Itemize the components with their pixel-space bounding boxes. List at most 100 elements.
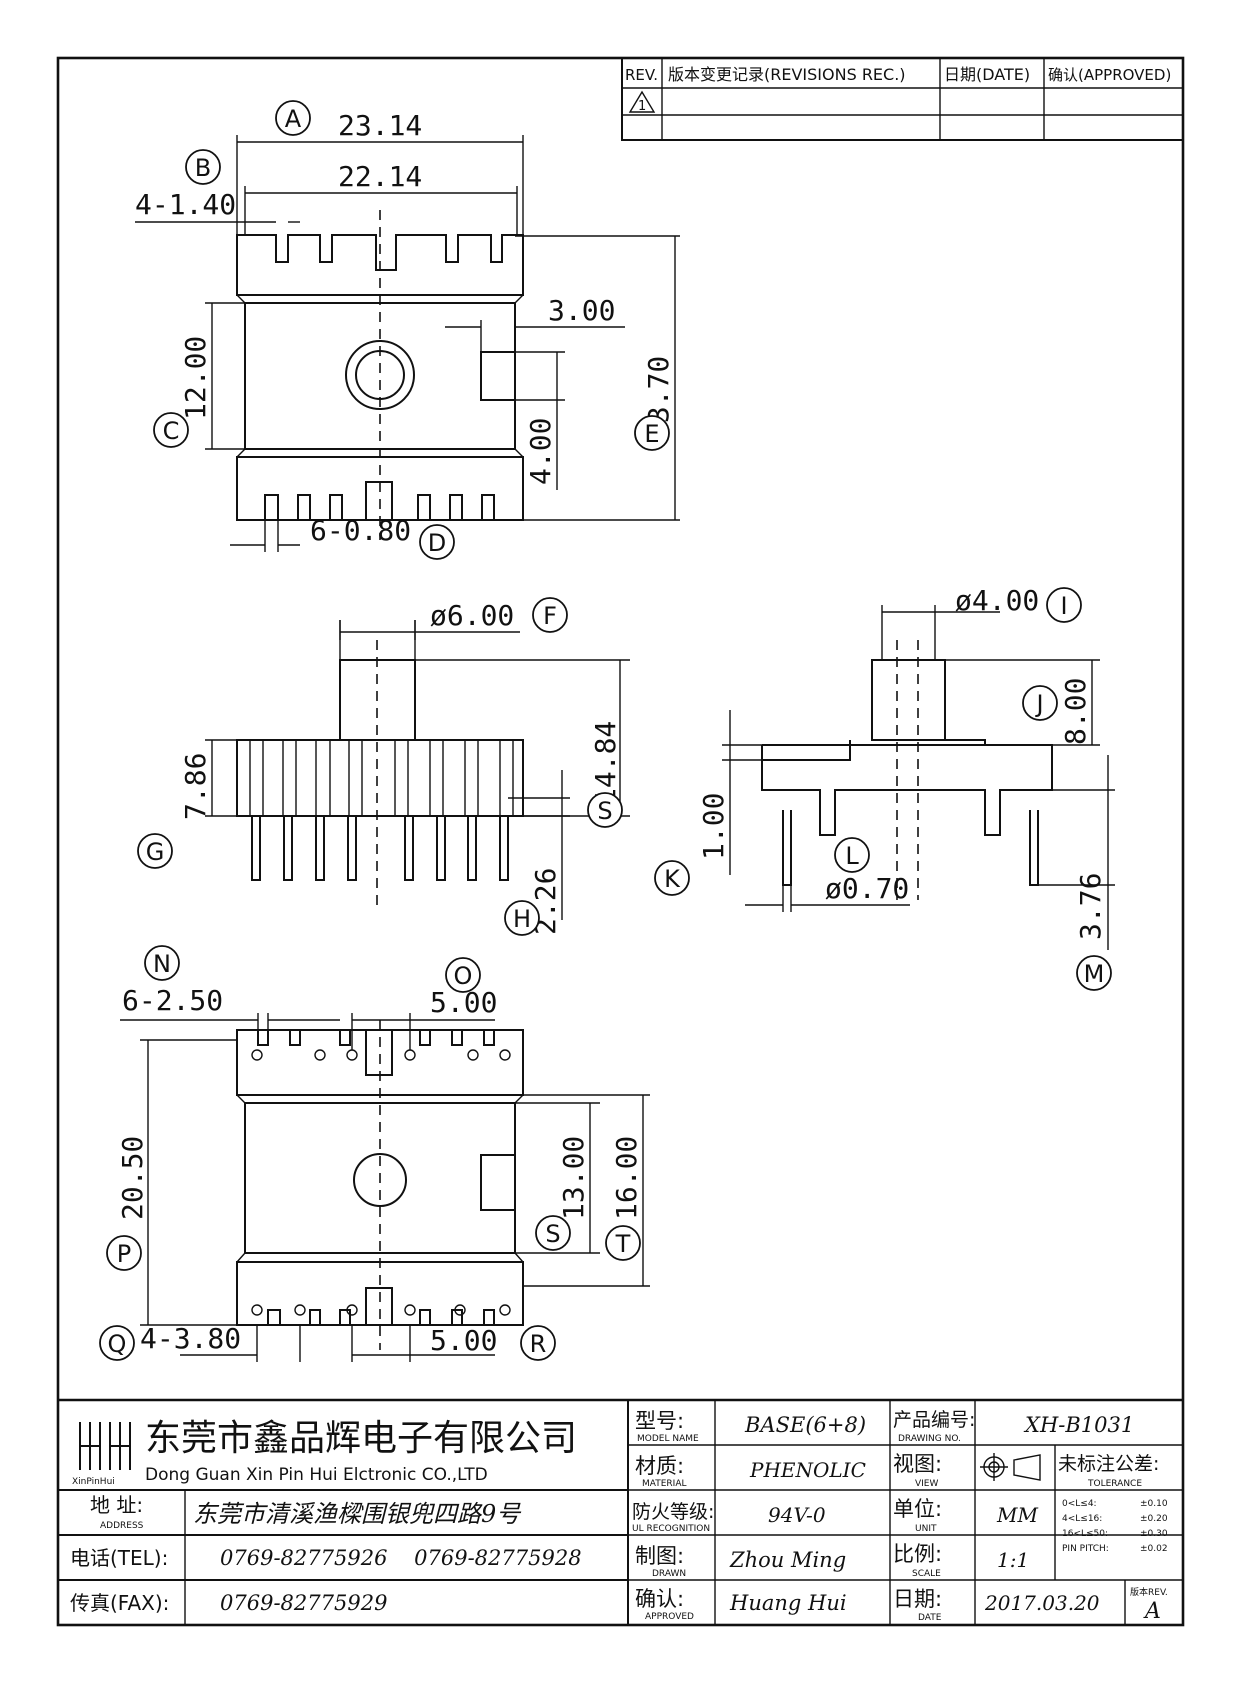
- material-value: PHENOLIC: [749, 1458, 866, 1482]
- svg-text:F: F: [543, 602, 557, 630]
- ul-label-en: UL RECOGNITION: [632, 1524, 710, 1534]
- balloon-R: R: [520, 1325, 556, 1361]
- svg-text:XinPinHui: XinPinHui: [72, 1477, 115, 1487]
- balloon-P: P: [106, 1235, 142, 1271]
- unit-label-en: UNIT: [915, 1524, 937, 1534]
- dim-B-pins: 4-1.40: [135, 188, 236, 221]
- svg-text:S: S: [545, 1220, 560, 1248]
- balloon-S-front: S: [587, 792, 623, 828]
- balloon-F: F: [532, 597, 568, 633]
- dim-J: 8.00: [1059, 678, 1092, 745]
- svg-text:O: O: [454, 962, 473, 990]
- balloon-K: K: [654, 860, 690, 896]
- balloon-E: E: [634, 415, 670, 451]
- company-logo: XinPinHui: [72, 1422, 131, 1487]
- approved-header: 确认(APPROVED): [1048, 66, 1171, 84]
- tolerance-label: 未标注公差:: [1058, 1453, 1159, 1475]
- svg-text:T: T: [615, 1230, 631, 1258]
- drawn-label: 制图:: [635, 1544, 684, 1568]
- record-header: 版本变更记录(REVISIONS REC.): [668, 65, 906, 84]
- ul-value: 94V-0: [768, 1503, 826, 1527]
- address-label: 地 址:: [90, 1493, 143, 1517]
- svg-text:L: L: [845, 842, 859, 870]
- address-value: 东莞市清溪渔樑围银兜四路9号: [193, 1500, 522, 1528]
- fax-value: 0769-82775929: [220, 1591, 387, 1615]
- bottom-view: 6-2.50 5.00 20.50 13.00 16.00 4-3.80 5.0…: [116, 984, 650, 1362]
- balloon-N: N: [144, 945, 180, 981]
- svg-text:D: D: [428, 529, 446, 557]
- tol-value: ±0.20: [1140, 1514, 1168, 1524]
- date-label-en: DATE: [918, 1613, 942, 1623]
- balloon-B: B: [185, 149, 221, 185]
- svg-text:C: C: [163, 417, 180, 445]
- tol-value: ±0.02: [1140, 1544, 1168, 1554]
- drawn-value: Zhou Ming: [729, 1548, 846, 1572]
- dim-P: 20.50: [116, 1136, 149, 1220]
- model-value: BASE(6+8): [744, 1413, 866, 1437]
- date-header: 日期(DATE): [944, 65, 1030, 84]
- tol-range: 4<L≤16:: [1062, 1514, 1102, 1524]
- revision-triangle-icon: [628, 90, 656, 113]
- ul-label: 防火等级:: [632, 1501, 714, 1523]
- dim-B: 22.14: [338, 160, 422, 193]
- approved-label: 确认:: [635, 1587, 684, 1611]
- view-label: 视图:: [893, 1452, 942, 1476]
- dim-S: 13.00: [557, 1136, 590, 1220]
- date-value: 2017.03.20: [984, 1591, 1100, 1615]
- svg-text:E: E: [644, 420, 659, 448]
- date-label: 日期:: [893, 1587, 942, 1611]
- tel-label: 电话(TEL):: [70, 1546, 168, 1570]
- dim-Q-pins: 4-3.80: [140, 1322, 241, 1355]
- tol-range: 16<L≤50:: [1062, 1529, 1108, 1539]
- drawing-frame: [56, 56, 1185, 1627]
- svg-text:S: S: [597, 797, 612, 825]
- tel-values: 0769-82775926 0769-82775928: [220, 1546, 582, 1570]
- side-view: ø4.00 8.00 1.00 ø0.70 3.76: [697, 584, 1115, 950]
- revision-table: REV. 版本变更记录(REVISIONS REC.) 日期(DATE) 确认(…: [621, 57, 1184, 141]
- balloon-D: D: [419, 524, 455, 560]
- balloon-C: C: [153, 412, 189, 448]
- svg-text:P: P: [117, 1240, 131, 1268]
- balloon-J: J: [1022, 685, 1058, 721]
- dim-L: ø0.70: [825, 872, 909, 905]
- dim-F: ø6.00: [430, 599, 514, 632]
- svg-text:G: G: [146, 838, 165, 866]
- balloon-I: I: [1046, 587, 1082, 623]
- unit-value: MM: [996, 1503, 1038, 1527]
- company-name-en: Dong Guan Xin Pin Hui Elctronic CO.,LTD: [145, 1465, 488, 1485]
- tol-range: PIN PITCH:: [1062, 1544, 1109, 1554]
- title-block: XinPinHui 东莞市鑫品辉电子有限公司 Dong Guan Xin Pin…: [58, 1398, 1183, 1625]
- balloon-M: M: [1076, 955, 1112, 991]
- drawing-no-value: XH-B1031: [1023, 1413, 1134, 1437]
- balloon-L: L: [834, 837, 870, 873]
- dim-T: 16.00: [610, 1136, 643, 1220]
- fax-label: 传真(FAX):: [70, 1591, 169, 1615]
- balloon-T: T: [605, 1225, 641, 1261]
- svg-text:B: B: [195, 154, 211, 182]
- scale-label-en: SCALE: [912, 1569, 941, 1579]
- front-view: ø6.00 14.84 7.86 2.26: [179, 599, 630, 935]
- dim-notch-height: 4.00: [524, 418, 557, 485]
- material-label-en: MATERIAL: [642, 1479, 687, 1489]
- balloon-S-bottom: S: [535, 1215, 571, 1251]
- svg-text:K: K: [664, 865, 681, 893]
- tolerance-label-en: TOLERANCE: [1087, 1479, 1142, 1489]
- rev-value: A: [1143, 1599, 1161, 1624]
- balloon-O: O: [445, 957, 481, 993]
- svg-text:M: M: [1084, 960, 1105, 988]
- model-label-en: MODEL NAME: [637, 1434, 699, 1444]
- svg-text:N: N: [153, 950, 171, 978]
- dim-M: 3.76: [1074, 873, 1107, 940]
- balloon-G: G: [137, 833, 173, 869]
- address-label-en: ADDRESS: [100, 1521, 144, 1531]
- svg-text:J: J: [1034, 690, 1043, 718]
- material-label: 材质:: [635, 1454, 684, 1478]
- company-name-cn: 东莞市鑫品辉电子有限公司: [145, 1418, 577, 1459]
- balloons: A B C D E F G H I J K L M N O P Q R S S …: [99, 100, 1112, 1361]
- balloon-Q: Q: [99, 1325, 135, 1361]
- drawn-label-en: DRAWN: [652, 1569, 686, 1579]
- model-label: 型号:: [635, 1409, 684, 1433]
- approved-value: Huang Hui: [729, 1591, 847, 1615]
- dim-D-pins: 6-0.80: [310, 514, 411, 547]
